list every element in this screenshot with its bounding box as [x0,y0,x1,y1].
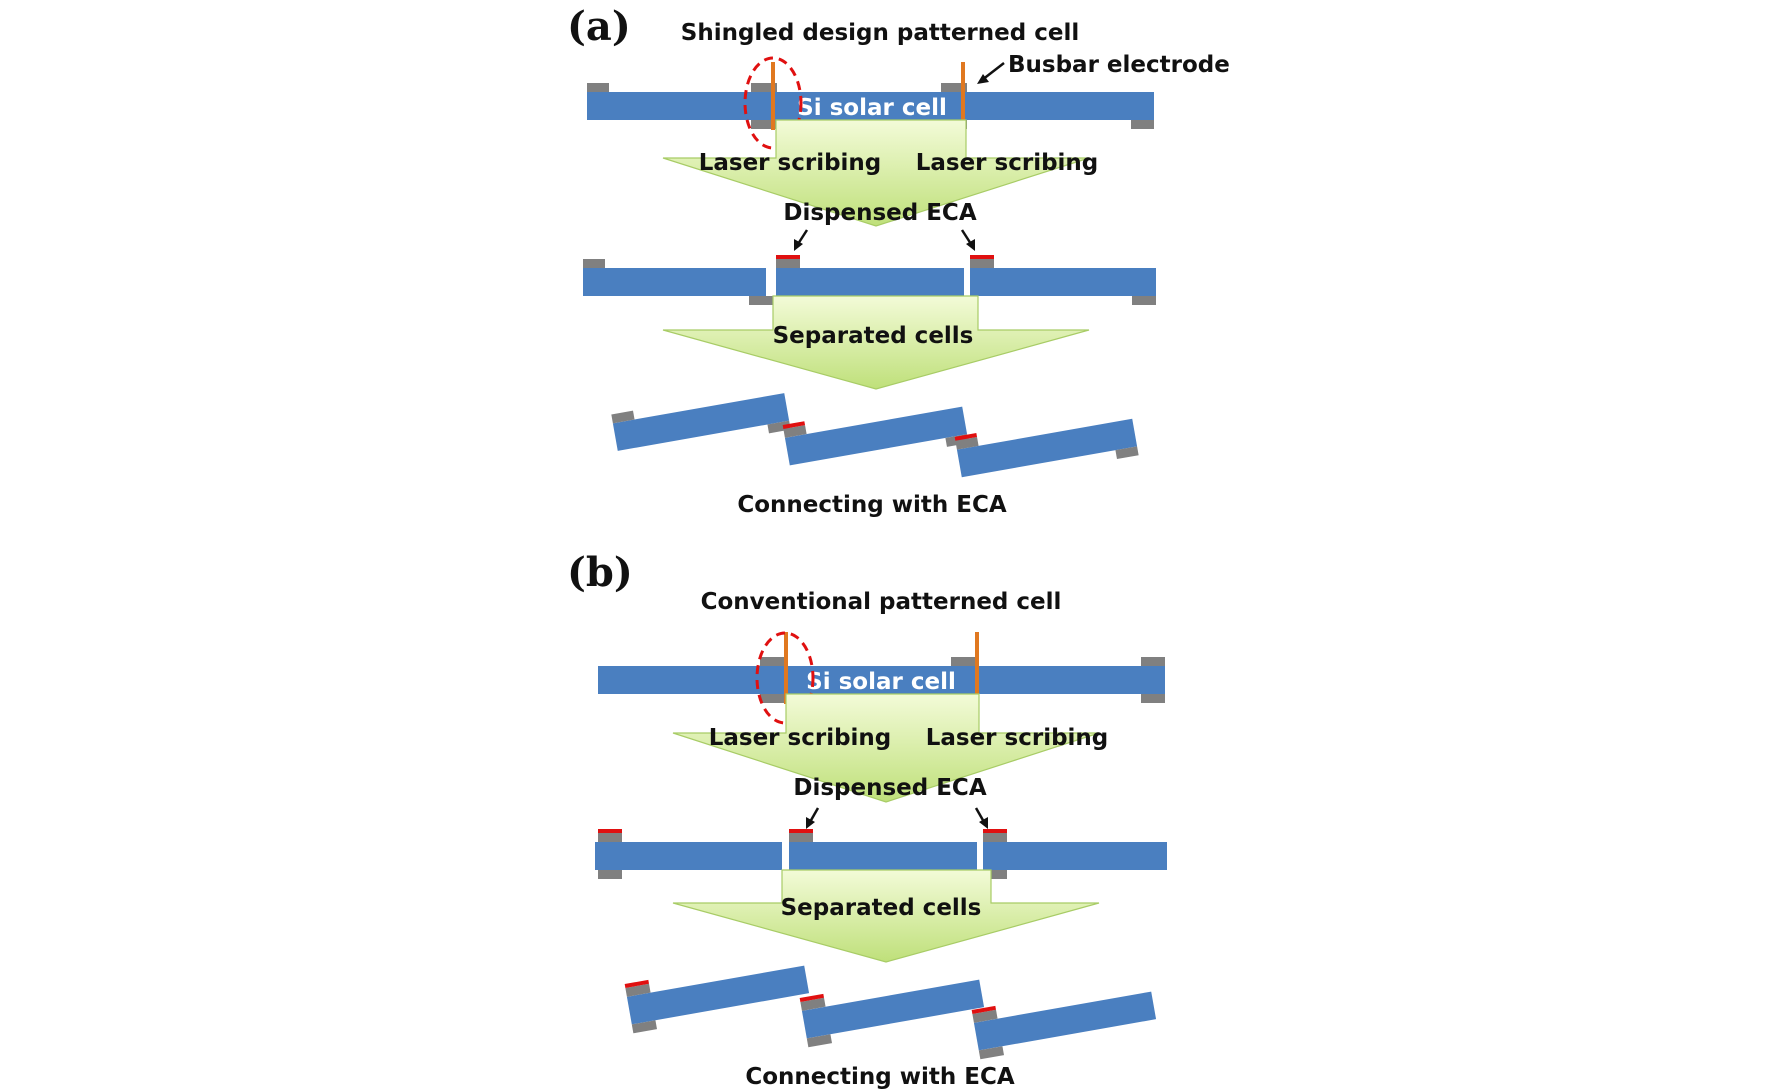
scribed-cells-a [583,255,1156,305]
busbar-pad [751,83,777,92]
sub-cell [983,842,1167,870]
panel-a-title: Shingled design patterned cell [681,20,1079,46]
busbar-pad [587,83,609,92]
busbar-pad [760,657,786,666]
busbar-pad [983,870,1007,879]
sub-cell [776,268,964,296]
scribed-cells-b [595,829,1167,879]
busbar-pad [941,83,967,92]
panel-a: (a) Shingled design patterned cell Busba… [567,3,1230,518]
tilted-cell [971,991,1157,1060]
full-cell-a: Si solar cell [587,56,1154,150]
panel-b-label: (b) [567,549,633,596]
busbar-pad [1141,694,1165,703]
busbar-pad [1132,296,1156,305]
si-solar-cell-label: Si solar cell [806,669,956,695]
process-arrow [672,869,1100,963]
full-cell-b: Si solar cell [598,631,1165,725]
panel-a-label: (a) [567,3,631,50]
busbar-pad [789,833,813,842]
busbar-pad [760,694,786,703]
dispensed-eca-label: Dispensed ECA [793,775,986,801]
sub-cell [789,842,977,870]
eca-arrow [974,807,986,823]
si-solar-cell [598,666,1165,694]
busbar-arrow [981,62,1005,81]
sub-cell [583,268,766,296]
eca-dot [789,829,813,833]
tilted-cell [799,979,985,1048]
busbar-pad [776,259,800,268]
busbar-electrode [771,62,775,130]
separated-cells-label: Separated cells [781,895,982,921]
si-solar-cell-label: Si solar cell [797,95,947,121]
dispensed-eca-label: Dispensed ECA [783,200,976,226]
eca-arrow-head [966,239,975,251]
eca-arrow [808,807,820,823]
highlight-ring [743,56,803,150]
busbar-electrode [975,632,979,704]
si-solar-cell [587,92,1154,120]
connecting-eca-label: Connecting with ECA [737,492,1006,518]
highlight-ring [755,631,815,725]
busbar-pad [583,259,605,268]
laser-scribing-label: Laser scribing [926,725,1109,751]
busbar-pad [598,833,622,842]
eca-dot [776,255,800,259]
process-arrow [672,693,1100,803]
tilted-cell [611,393,791,451]
process-arrow [662,295,1090,390]
busbar-pad [749,296,773,305]
eca-dot [598,829,622,833]
connected-cells-b [624,965,1157,1060]
eca-arrow-head [794,239,803,251]
eca-arrow-head [979,817,988,829]
busbar-pad [983,833,1007,842]
panel-b-title: Conventional patterned cell [701,589,1062,615]
sub-cell [970,268,1156,296]
busbar-pad [970,259,994,268]
laser-scribing-label: Laser scribing [709,725,892,751]
laser-scribing-label: Laser scribing [916,150,1099,176]
busbar-arrow-head [977,74,989,84]
sub-cell [595,842,782,870]
busbar-electrode [784,632,788,704]
separated-cells-label: Separated cells [773,323,974,349]
eca-dot [983,829,1007,833]
tilted-cell [624,965,810,1034]
busbar-pad [598,870,622,879]
laser-scribing-label: Laser scribing [699,150,882,176]
busbar-electrode-label: Busbar electrode [1008,52,1230,78]
busbar-pad [951,657,977,666]
eca-dot [970,255,994,259]
eca-arrow-head [806,817,815,829]
connecting-eca-label: Connecting with ECA [745,1064,1014,1090]
tilted-cell [782,406,969,466]
busbar-electrode [961,62,965,130]
busbar-pad [751,120,777,129]
panel-b: (b) Conventional patterned cell Si solar… [567,549,1167,1090]
tilted-cell [954,418,1139,478]
busbar-pad [1131,120,1154,129]
busbar-pad [1141,657,1165,666]
connected-cells-a [611,393,1139,478]
process-arrow [662,119,1090,227]
eca-arrow [960,229,973,245]
eca-arrow [796,229,809,245]
